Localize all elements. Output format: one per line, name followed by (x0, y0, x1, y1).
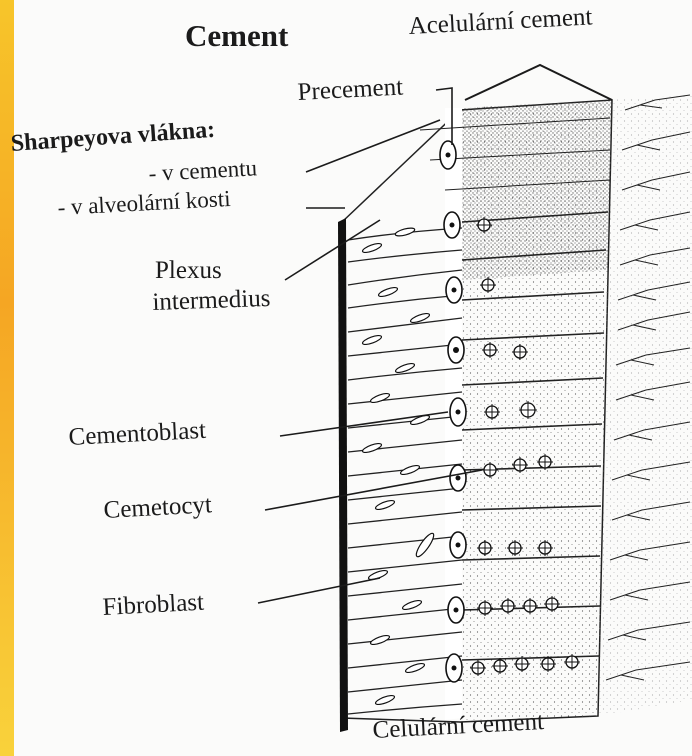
sharpey-cement-leader (306, 120, 440, 172)
label-precement: Precement (297, 74, 404, 104)
label-in-cement: - v cementu (148, 156, 258, 185)
dentin-stipple (598, 95, 692, 716)
alveolar-bone-edge (338, 218, 348, 732)
fibroblast-leader (258, 578, 380, 603)
acellular-dense (462, 100, 612, 280)
label-fibroblast: Fibroblast (102, 590, 205, 620)
diagram-title: Cement (185, 20, 288, 51)
label-plexus: Plexus (155, 258, 222, 283)
cementoblast-leader (280, 412, 448, 436)
label-cementocyte: Cemetocyt (103, 492, 212, 523)
acellular-bracket (465, 65, 612, 100)
label-intermedius: intermedius (152, 286, 271, 315)
